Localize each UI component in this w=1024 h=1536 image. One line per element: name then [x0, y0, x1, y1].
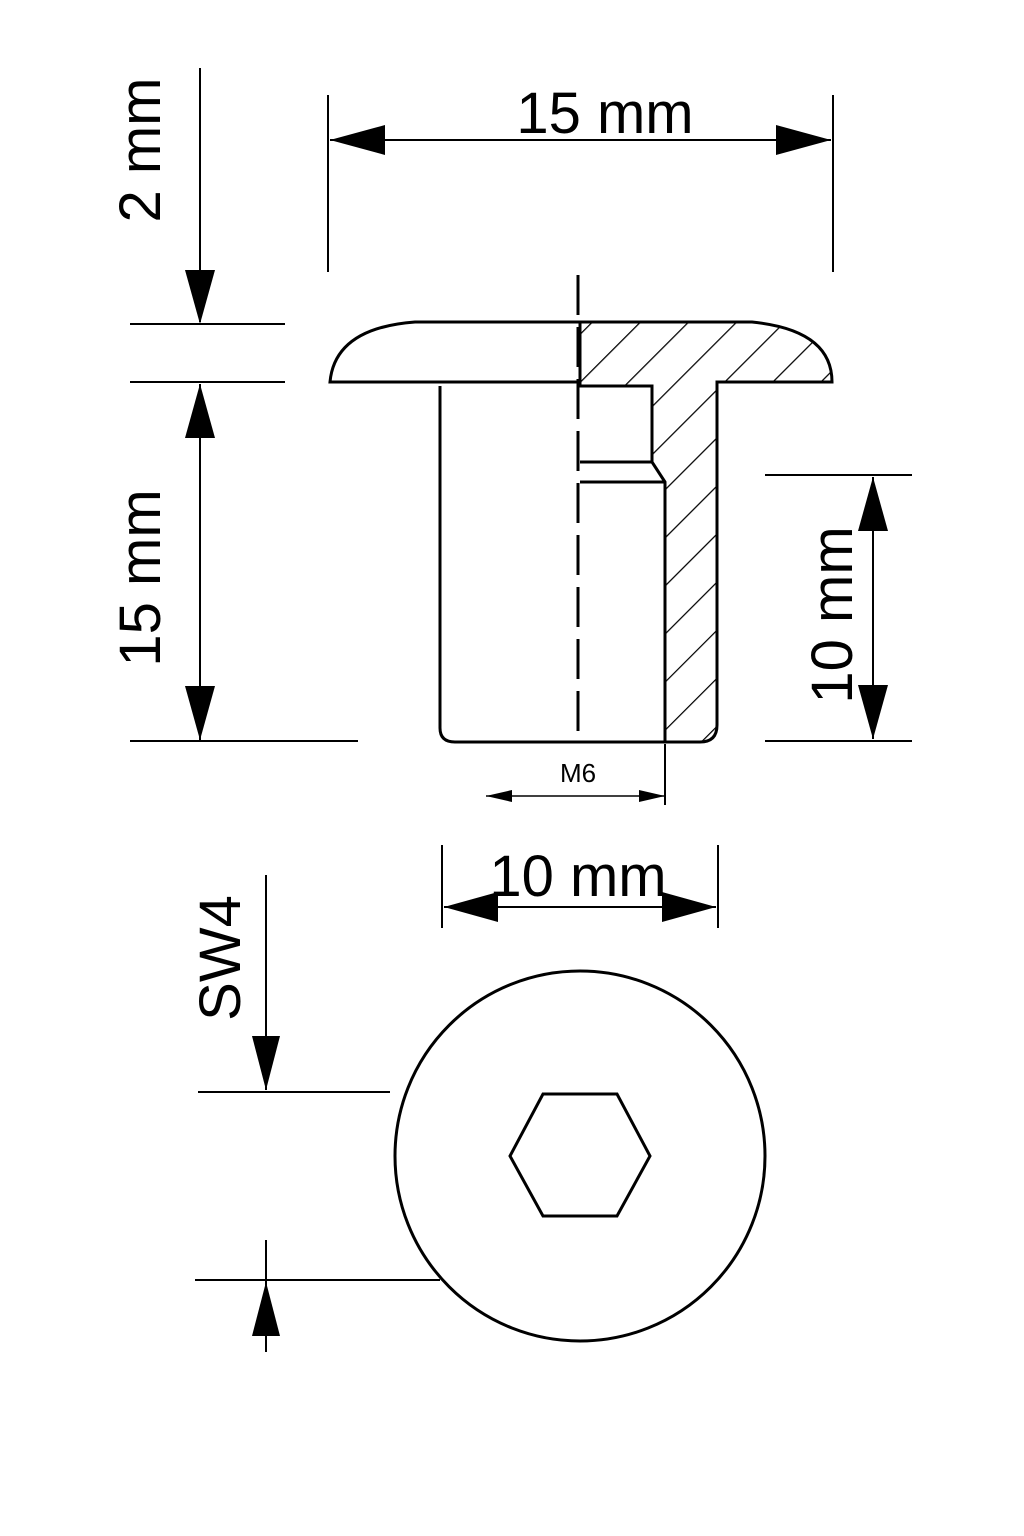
label-top-width: 15 mm — [516, 81, 693, 146]
shank-outline — [438, 386, 665, 744]
label-total-length: 15 mm — [108, 489, 173, 666]
label-thread-depth: 10 mm — [800, 526, 865, 703]
hatched-section — [578, 320, 834, 744]
dim-thread-depth: 10 mm — [765, 474, 912, 742]
hex-socket-icon — [508, 1092, 652, 1218]
dim-thread: M6 — [486, 744, 666, 805]
label-socket: SW4 — [188, 895, 253, 1021]
dim-socket: SW4 — [188, 875, 440, 1352]
head-outline — [328, 320, 580, 384]
label-head-height: 2 mm — [108, 78, 173, 223]
dim-top-width: 15 mm — [327, 81, 834, 272]
side-section-view — [328, 275, 834, 744]
head-circle — [393, 969, 767, 1343]
top-view — [393, 969, 767, 1343]
label-thread: M6 — [560, 758, 596, 788]
label-shank-diameter: 10 mm — [489, 844, 666, 909]
dim-head-height: 2 mm — [108, 68, 285, 383]
dim-shank-diameter: 10 mm — [441, 844, 719, 928]
dim-total-length: 15 mm — [108, 384, 358, 742]
